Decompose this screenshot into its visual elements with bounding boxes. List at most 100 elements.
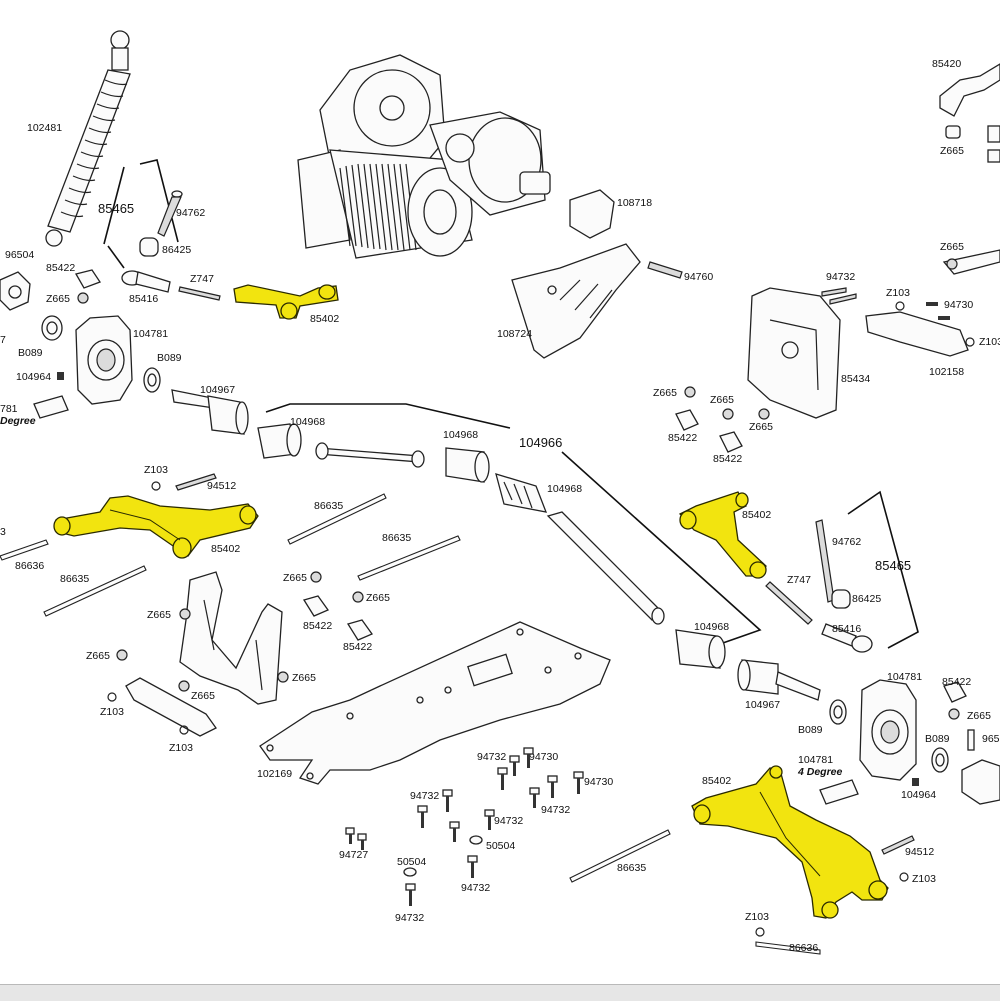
nut-z665-right-top: [945, 125, 961, 139]
label-86425-left: 86425: [162, 244, 191, 256]
label-z103-left-a: Z103: [100, 706, 124, 718]
label-z665-right-b: Z665: [940, 241, 964, 253]
label-94732-right: 94732: [826, 271, 855, 283]
cv-cup-104968-a: [257, 423, 302, 459]
cv-axle: [546, 511, 665, 625]
label-b089-right-a: B089: [798, 724, 823, 736]
screw-94762-left: [157, 190, 183, 237]
label-z103-top: Z103: [144, 464, 168, 476]
label-94730-a: 94730: [529, 751, 558, 763]
label-z103-right-a: Z103: [886, 287, 910, 299]
label-z747-right: Z747: [787, 574, 811, 586]
label-85422-right-low: 85422: [942, 676, 971, 688]
part-right-edge-b: [987, 149, 1000, 163]
label-104781-left: 104781: [133, 328, 168, 340]
screw-94760: [647, 261, 683, 279]
label-z665-mid-d: Z665: [191, 690, 215, 702]
arm-85402-lower-left-highlight: [53, 495, 259, 559]
label-94762-right: 94762: [832, 536, 861, 548]
nut-z665-mid-c: [116, 649, 128, 661]
rod-end-85416-right: [821, 623, 873, 653]
label-85465-left: 85465: [98, 201, 134, 216]
label-94730-right: 94730: [944, 299, 973, 311]
carrier-104781-left: [75, 315, 133, 405]
pin-86635-b: [287, 493, 387, 545]
arm-85402-top-highlight: [233, 284, 339, 320]
nut-85422-r2: [719, 431, 743, 453]
nut-z665-r2: [722, 408, 734, 420]
label-104781-right: 104781: [887, 671, 922, 683]
label-7-left: 7: [0, 334, 6, 346]
label-4-degree: 4 Degree: [797, 766, 843, 778]
label-z103-right-b: Z103: [979, 336, 1000, 348]
hex-hub-right: [961, 759, 1000, 805]
nut-z665-mid-a: [310, 571, 322, 583]
label-104964-right: 104964: [901, 789, 936, 801]
shock-absorber: [45, 30, 131, 247]
label-965-right: 965: [982, 733, 1000, 745]
label-86425-right: 86425: [852, 593, 881, 605]
label-85434: 85434: [841, 373, 870, 385]
nut-85422-right-low: [943, 681, 967, 703]
label-85416-right: 85416: [832, 623, 861, 635]
label-85402-top: 85402: [310, 313, 339, 325]
bushing-86425-left: [139, 237, 159, 257]
label-94512-top: 94512: [207, 480, 236, 492]
nut-85422-mid-b: [346, 619, 373, 641]
label-z665-left: Z665: [46, 293, 70, 305]
shock-tower-left: [179, 571, 283, 705]
link-102158: [865, 311, 969, 357]
label-85402-right-upper: 85402: [742, 509, 771, 521]
nut-z665-mid-e: [277, 671, 289, 683]
label-b089-right-b: B089: [925, 733, 950, 745]
insert-781-left: [33, 395, 69, 419]
label-z103-left-b: Z103: [169, 742, 193, 754]
nut-z665-left: [77, 292, 89, 304]
pin-86635-a: [43, 565, 147, 617]
label-85465-right: 85465: [875, 558, 911, 573]
pin-z747-left: [178, 286, 221, 301]
label-86636-left: 86636: [15, 560, 44, 572]
screw-104964-right: [912, 778, 919, 786]
label-85402-lower-right: 85402: [702, 775, 731, 787]
label-94732-e: 94732: [461, 882, 490, 894]
link-right-top: [942, 249, 1000, 275]
label-94762-left: 94762: [176, 207, 205, 219]
label-94732-b: 94732: [410, 790, 439, 802]
nut-z665-r3: [758, 408, 770, 420]
chassis-plate-102169: [259, 621, 611, 785]
label-85422-left: 85422: [46, 262, 75, 274]
pin-86635-c: [357, 535, 461, 581]
pin-86635-bottom: [569, 829, 671, 883]
label-108718: 108718: [617, 197, 652, 209]
label-degree-left: Degree: [0, 415, 36, 427]
screws-94732-right: [821, 287, 857, 305]
cv-cup-104968-b: [445, 447, 490, 483]
label-94730-b: 94730: [584, 776, 613, 788]
pin-86636-bottom: [755, 941, 821, 955]
part-85420: [939, 63, 1000, 117]
screw-94512-top: [175, 473, 217, 491]
label-z665-mid-e: Z665: [292, 672, 316, 684]
label-z665-r1: Z665: [653, 387, 677, 399]
insert-104781-right: [819, 779, 859, 805]
label-z665-mid-b: Z665: [147, 609, 171, 621]
label-85422-r2: 85422: [713, 453, 742, 465]
label-86635-a: 86635: [60, 573, 89, 585]
screw-94512-bottom: [881, 835, 915, 855]
label-86636-bottom: 86636: [789, 942, 818, 954]
part-right-edge-a: [987, 125, 1000, 143]
label-86635-c: 86635: [382, 532, 411, 544]
bushing-86425-right: [831, 589, 851, 609]
hex-hub-left: [0, 271, 31, 311]
label-z103-bottom-a: Z103: [912, 873, 936, 885]
label-85422-mid-b: 85422: [343, 641, 372, 653]
bracket-85465-right: [847, 490, 919, 649]
label-85420: 85420: [932, 58, 961, 70]
label-86635-bottom: 86635: [617, 862, 646, 874]
cup-104967-left: [171, 389, 249, 435]
label-96504: 96504: [5, 249, 34, 261]
label-3-left: 3: [0, 526, 6, 538]
label-94760: 94760: [684, 271, 713, 283]
label-z665-r2: Z665: [710, 394, 734, 406]
